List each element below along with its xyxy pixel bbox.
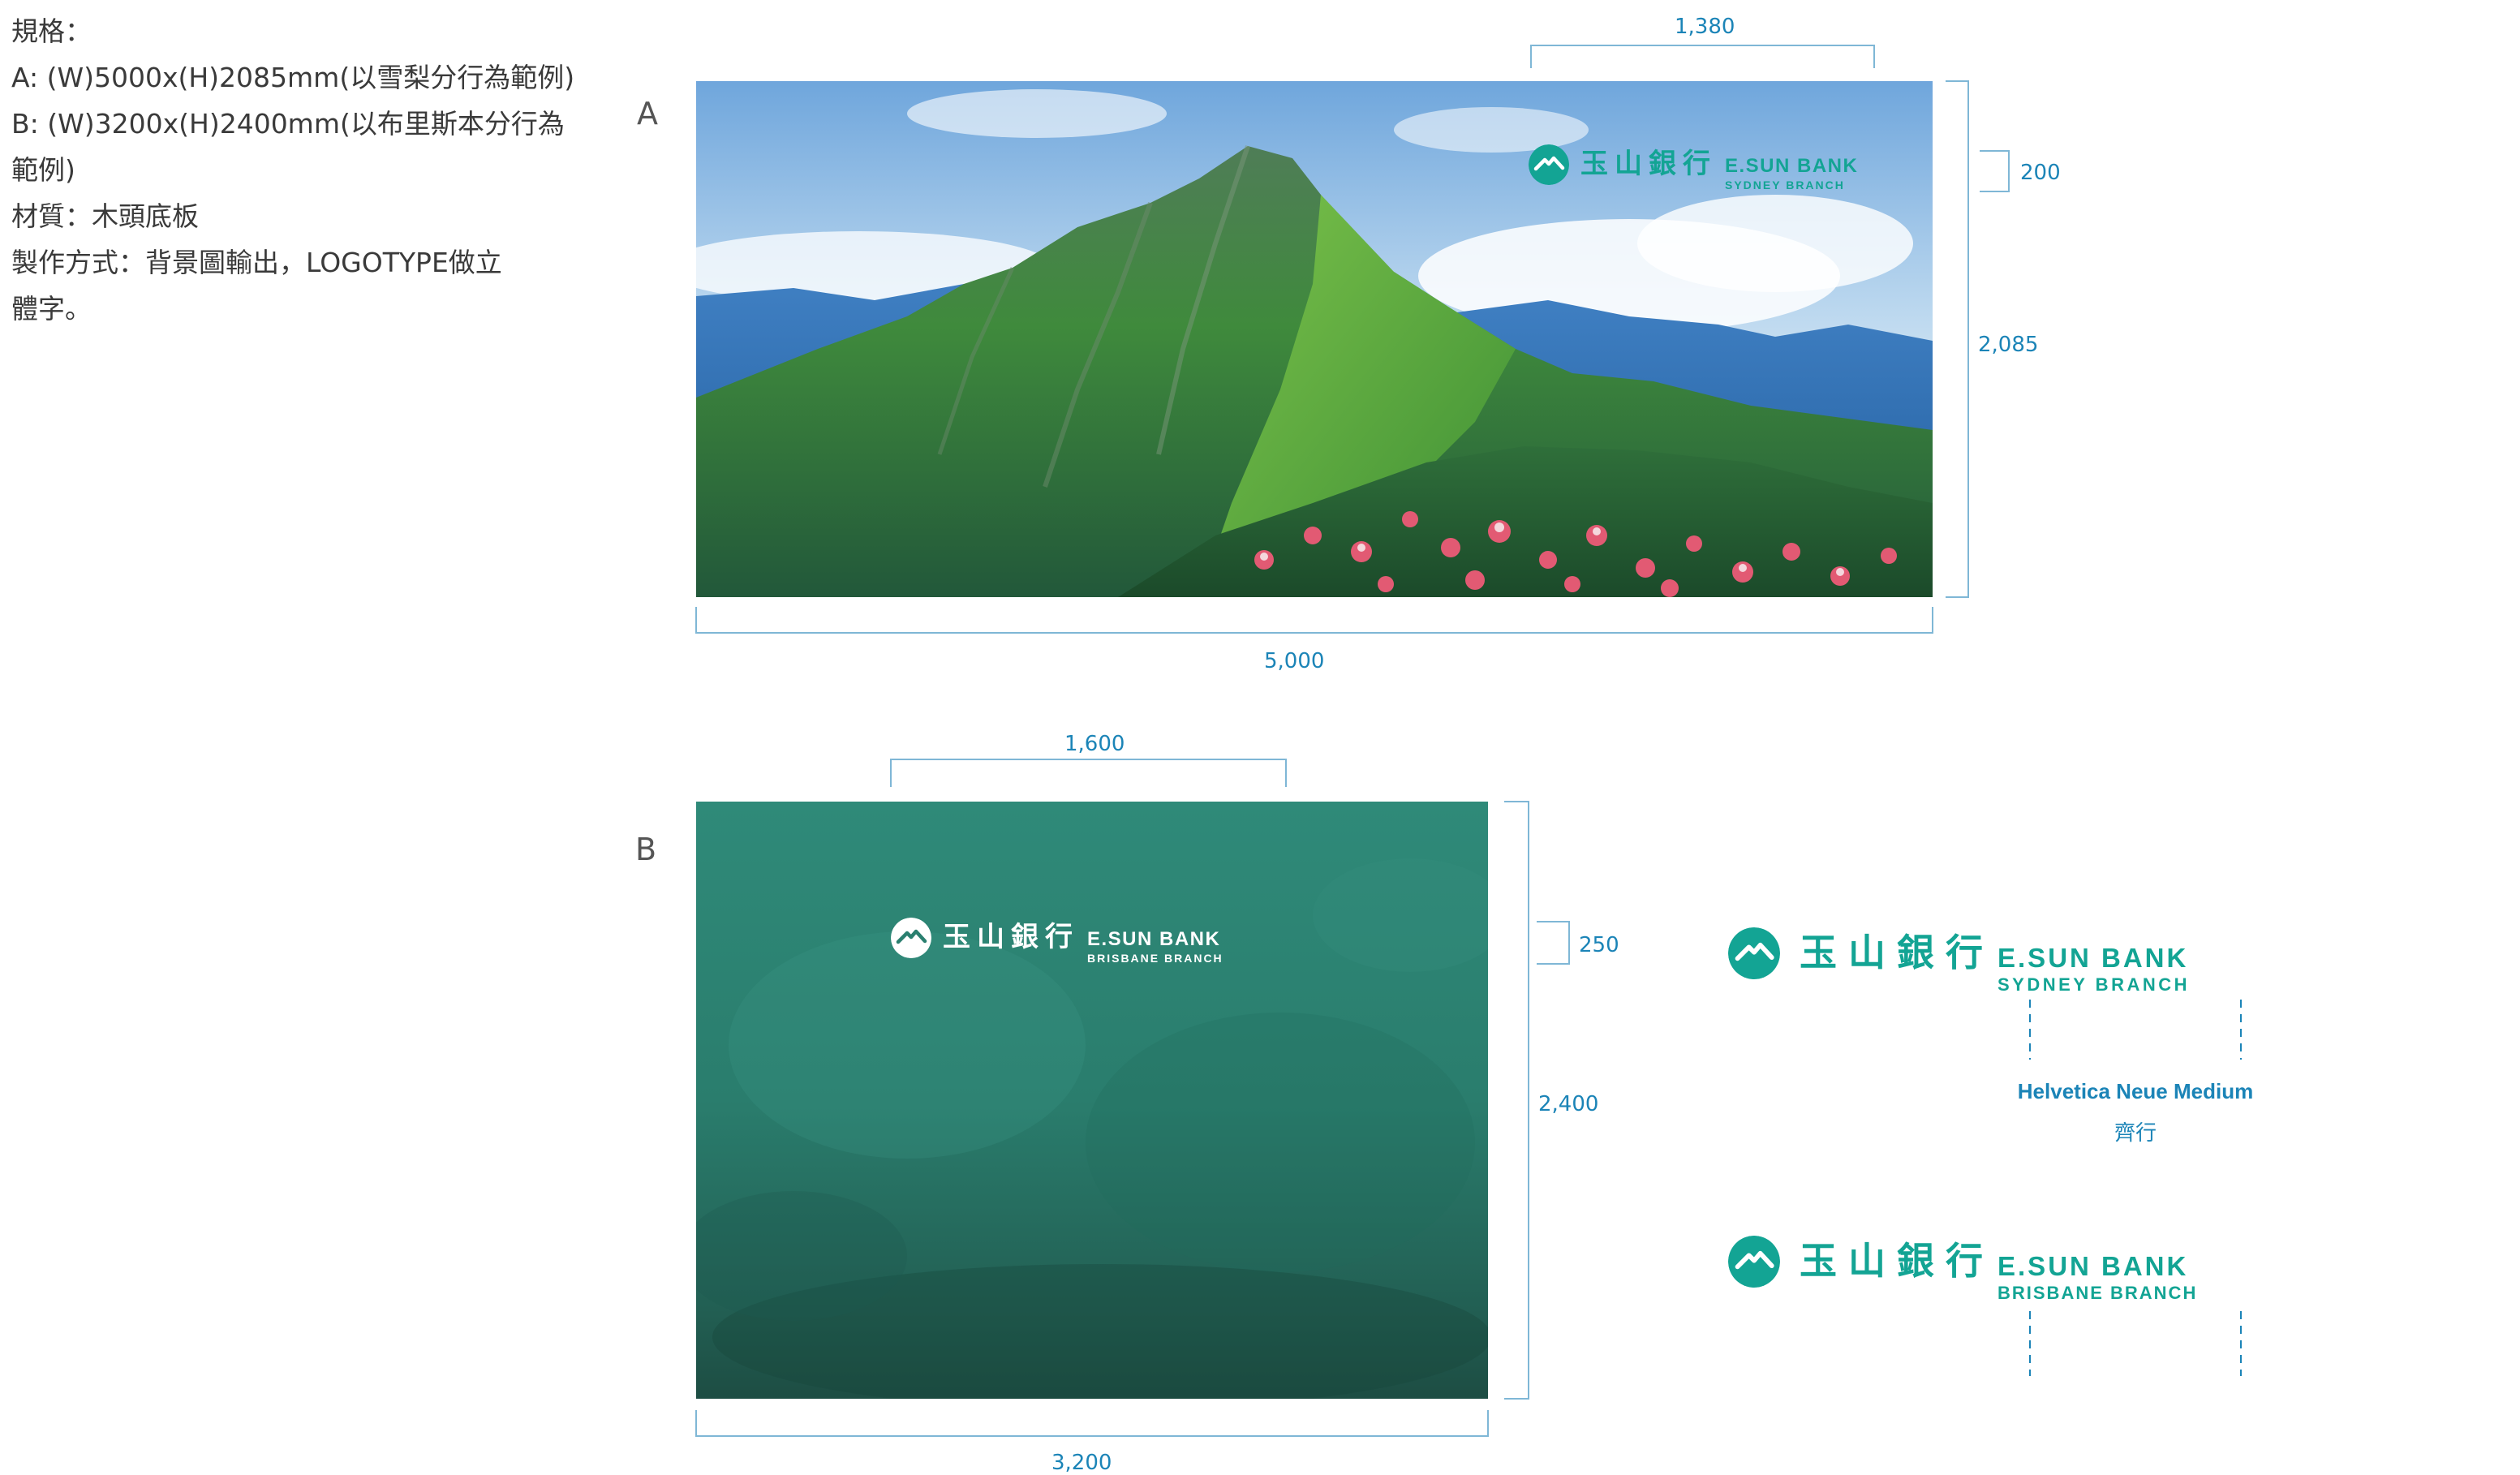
spec-line: 材質：木頭底板 — [11, 200, 199, 232]
bank-chinese-name: 玉山銀行 — [1800, 1239, 1994, 1283]
panel-a-image — [696, 81, 1933, 597]
spec-line: 規格： — [11, 15, 92, 47]
bank-english-name: E.SUN BANK — [1998, 943, 2189, 973]
mountain-landscape-image — [696, 81, 1933, 597]
bank-chinese-name: 玉山銀行 — [1800, 931, 1994, 974]
branch-name: SYDNEY BRANCH — [1998, 974, 2191, 995]
alignment-logo-brisbane: 玉山銀行 E.SUN BANK BRISBANE BRANCH — [1728, 1236, 2197, 1304]
panel-a-logo: 玉山銀行 E.SUN BANK SYDNEY BRANCH — [1529, 144, 1858, 191]
panel-b-label: B — [635, 832, 657, 867]
dim-label-b-logo-height: 250 — [1579, 933, 1619, 957]
dim-label-a-logo-height: 200 — [2020, 161, 2061, 185]
alignment-logo-sydney: 玉山銀行 E.SUN BANK SYDNEY BRANCH — [1728, 927, 2190, 996]
spec-text: 規格： A: (W)5000x(H)2085mm(以雪梨分行為範例) B: (W… — [11, 8, 575, 332]
dim-bracket-b-height — [1504, 801, 1529, 1400]
bank-chinese-name: 玉山銀行 — [943, 921, 1079, 953]
spec-line: B: (W)3200x(H)2400mm(以布里斯本分行為 — [11, 108, 565, 140]
branch-name: BRISBANE BRANCH — [1087, 952, 1223, 965]
teal-texture-image — [696, 802, 1488, 1399]
dim-bracket-b-logo-width — [890, 759, 1287, 787]
spec-line: 製作方式：背景圖輸出，LOGOTYPE做立 — [11, 247, 502, 278]
esun-mountain-icon — [891, 918, 931, 958]
align-note: 齊行 — [2114, 1120, 2157, 1145]
spec-line: A: (W)5000x(H)2085mm(以雪梨分行為範例) — [11, 62, 575, 93]
dim-label-b-height: 2,400 — [1538, 1092, 1599, 1116]
esun-mountain-icon — [1728, 927, 1780, 979]
esun-mountain-icon — [1529, 144, 1569, 185]
dim-label-a-logo-width: 1,380 — [1675, 15, 1735, 39]
dim-bracket-a-height — [1946, 80, 1969, 598]
spec-line: 範例) — [11, 154, 75, 186]
dim-label-b-logo-width: 1,600 — [1064, 732, 1125, 756]
esun-mountain-icon — [1728, 1236, 1780, 1288]
dim-label-a-height: 2,085 — [1978, 333, 2039, 357]
dim-label-b-width: 3,200 — [1051, 1451, 1112, 1475]
dim-bracket-b-width — [695, 1410, 1489, 1437]
panel-b-image — [696, 802, 1488, 1399]
bank-english-name: E.SUN BANK — [1998, 1251, 2189, 1281]
dim-bracket-b-logo-height — [1537, 921, 1570, 965]
panel-b-logo: 玉山銀行 E.SUN BANK BRISBANE BRANCH — [891, 918, 1223, 965]
bank-chinese-name: 玉山銀行 — [1580, 148, 1717, 180]
dim-label-a-width: 5,000 — [1264, 649, 1325, 673]
branch-name: SYDNEY BRANCH — [1725, 178, 1845, 191]
bank-english-name: E.SUN BANK — [1725, 155, 1859, 177]
branch-name: BRISBANE BRANCH — [1998, 1283, 2198, 1303]
panel-a-label: A — [637, 96, 658, 131]
font-note: Helvetica Neue Medium — [2017, 1079, 2254, 1103]
dim-bracket-a-logo-width — [1530, 45, 1875, 68]
dim-bracket-a-logo-height — [1980, 150, 2010, 192]
spec-line: 體字。 — [11, 293, 92, 325]
dim-bracket-a-width — [695, 607, 1933, 634]
bank-english-name: E.SUN BANK — [1087, 928, 1221, 950]
